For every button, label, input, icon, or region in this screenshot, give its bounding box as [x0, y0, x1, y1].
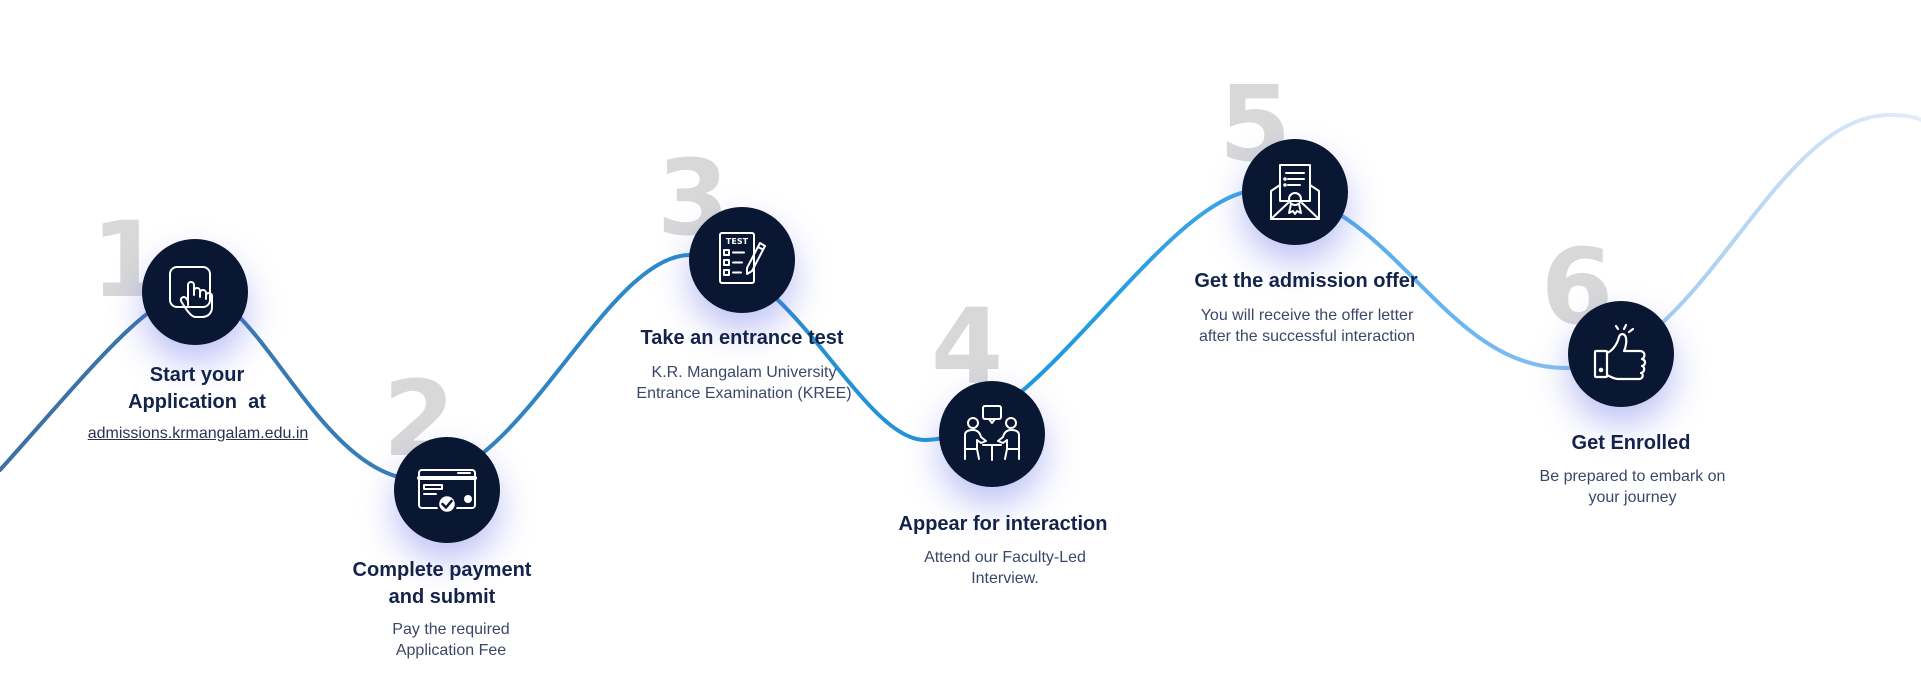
step-5-desc-line2: after the successful interaction — [1198, 328, 1416, 345]
step-6-desc-line1: Be prepared to embark on — [1539, 468, 1726, 485]
step-5-title-line1: Get the admission offer — [1194, 270, 1418, 292]
hand-pointer-icon — [169, 266, 213, 318]
thumbs-up-icon — [1593, 323, 1647, 381]
step-4-description: Attend our Faculty-Led Interview. — [884, 547, 1126, 589]
step-6-description: Be prepared to embark on your journey — [1510, 466, 1755, 508]
step-6-circle — [1568, 301, 1674, 407]
admissions-site-link[interactable]: admissions.krmangalam.edu.in — [87, 425, 309, 442]
step-3-title-line1: Take an entrance test — [640, 327, 844, 349]
step-3-desc-line2: Entrance Examination (KREE) — [636, 385, 852, 402]
step-5-title: Get the admission offer — [1176, 268, 1436, 295]
step-6-title: Get Enrolled — [1506, 430, 1756, 457]
step-4-title-line1: Appear for interaction — [898, 513, 1108, 535]
step-1-title-line2: Application at — [128, 391, 266, 413]
step-1-title: Start your Application at — [97, 362, 297, 416]
test-sheet-icon: TEST — [719, 232, 766, 284]
step-4-desc-line1: Attend our Faculty-Led — [924, 549, 1086, 566]
step-4-title: Appear for interaction — [878, 511, 1128, 538]
step-2-desc-line1: Pay the required — [392, 621, 510, 638]
step-5-circle — [1242, 139, 1348, 245]
step-2-title: Complete payment and submit — [342, 557, 542, 611]
credit-card-check-icon — [417, 469, 477, 515]
step-6-desc-line2: your journey — [1588, 489, 1677, 506]
step-2-title-line1: Complete payment — [352, 559, 532, 581]
step-2-circle — [394, 437, 500, 543]
step-1-title-line1: Start your — [149, 364, 245, 386]
svg-text:TEST: TEST — [726, 237, 749, 246]
interview-icon — [964, 405, 1020, 461]
step-5-desc-line1: You will receive the offer letter — [1200, 307, 1414, 324]
step-2-desc-line2: Application Fee — [395, 642, 507, 659]
step-3-desc-line1: K.R. Mangalam University — [651, 364, 837, 381]
step-6-title-line1: Get Enrolled — [1571, 432, 1691, 454]
step-3-circle: TEST — [689, 207, 795, 313]
step-2-title-line2: and submit — [388, 586, 496, 608]
step-5-description: You will receive the offer letter after … — [1172, 305, 1442, 347]
step-4-desc-line2: Interview. — [971, 570, 1039, 587]
step-2-description: Pay the required Application Fee — [351, 619, 551, 661]
offer-letter-icon — [1270, 164, 1320, 220]
step-3-title: Take an entrance test — [612, 325, 872, 352]
step-1-circle — [142, 239, 248, 345]
step-3-description: K.R. Mangalam University Entrance Examin… — [612, 362, 876, 404]
step-4-circle — [939, 381, 1045, 487]
